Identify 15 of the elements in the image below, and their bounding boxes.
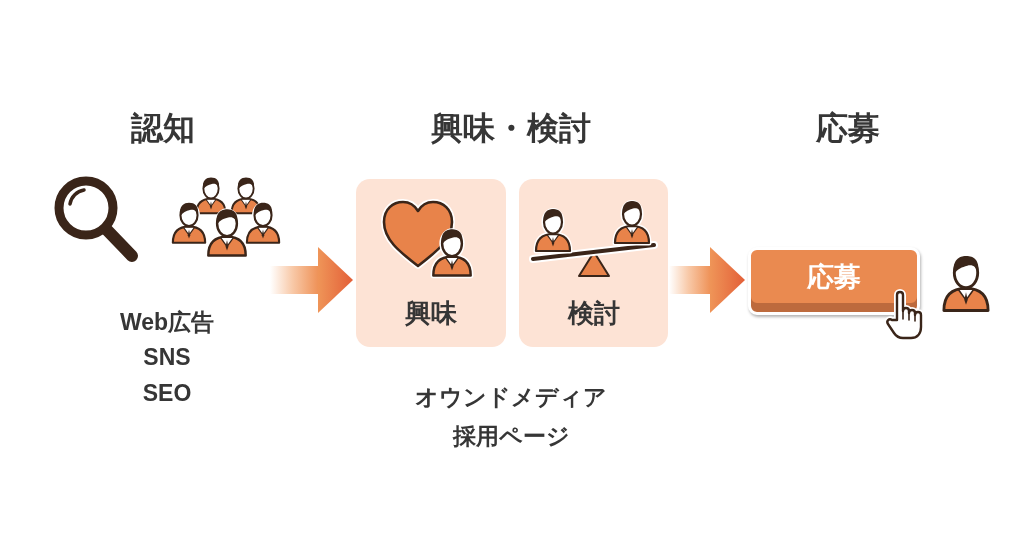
card-label: 興味 [405,297,457,329]
stage-heading: 興味・検討 [431,109,591,147]
stage-card [356,179,506,347]
stage-heading: 応募 [816,109,880,147]
stage-card [519,179,668,347]
stage-heading: 認知 [131,109,195,147]
media-text: オウンドメディア [415,383,607,411]
channel-text: SEO [142,379,192,407]
channel-text: Web広告 [119,308,215,336]
channel-text: SNS [143,343,191,371]
arrow [270,247,353,313]
media-text: 採用ページ [452,422,570,450]
apply-button: 応募 [748,247,920,315]
arrow [669,247,745,313]
card-label: 検討 [567,297,620,329]
